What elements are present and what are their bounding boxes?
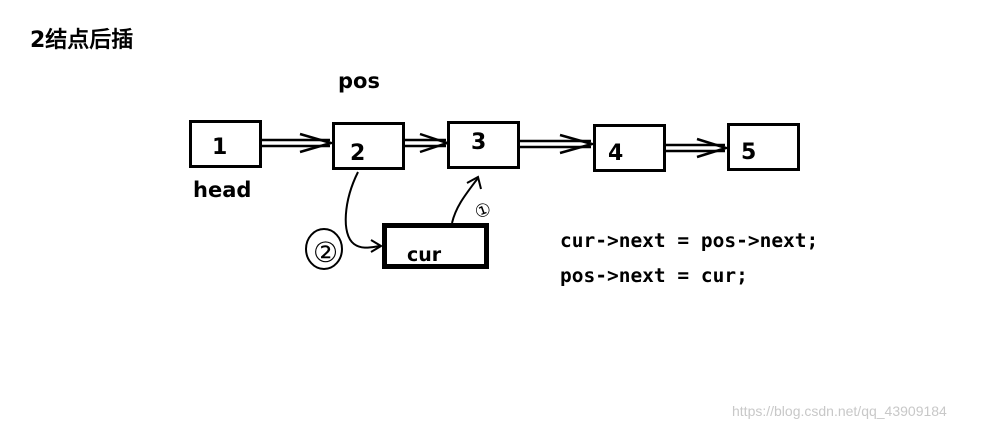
arrow-2-to-3	[405, 132, 451, 154]
new-node-cur: cur	[382, 223, 489, 269]
node-value: 2	[350, 141, 366, 166]
list-node-3: 3	[447, 121, 520, 169]
head-label: head	[193, 178, 252, 202]
node-value: 4	[608, 141, 624, 166]
list-node-5: 5	[727, 123, 800, 171]
code-line-1: cur->next = pos->next;	[560, 229, 819, 252]
watermark: https://blog.csdn.net/qq_43909184	[732, 403, 947, 419]
node-value: 1	[212, 135, 228, 160]
curve-arrow-cur-to-next	[451, 175, 482, 224]
arrow-4-to-5	[666, 137, 731, 159]
arrow-3-to-4	[520, 133, 597, 155]
node-value: cur	[407, 244, 442, 266]
code-line-2: pos->next = cur;	[560, 264, 748, 287]
step-2-circle	[305, 228, 343, 270]
list-node-2-pos: 2	[332, 122, 405, 170]
node-value: 3	[471, 130, 487, 155]
list-node-1: 1	[189, 120, 262, 168]
node-value: 5	[741, 140, 757, 165]
step-1-mark: ①	[472, 198, 494, 223]
diagram-title: 2结点后插	[30, 28, 134, 53]
list-node-4: 4	[593, 124, 666, 172]
arrow-1-to-2	[262, 132, 336, 154]
curve-arrow-pos-to-cur	[344, 171, 383, 253]
pos-label: pos	[338, 69, 380, 93]
step-2-mark: ②	[313, 236, 338, 269]
